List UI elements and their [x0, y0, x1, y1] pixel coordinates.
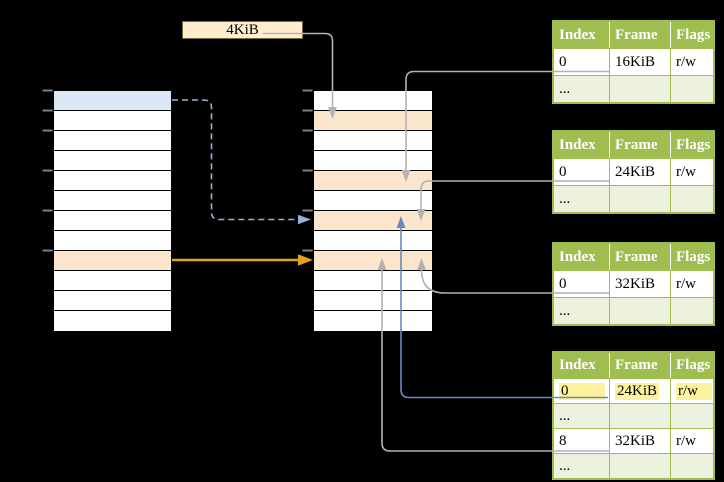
header-cell-frame: Frame: [610, 132, 671, 158]
table-cell: [610, 76, 671, 102]
table-cell: [671, 404, 713, 428]
table-cell: ...: [554, 404, 610, 428]
memory-row-6: [314, 191, 432, 211]
table-cell: 0: [554, 159, 610, 185]
table-cell: r/w: [671, 379, 713, 403]
highlighted-cell-text: 0: [559, 382, 605, 400]
memory-row-2: [314, 111, 432, 131]
table-cell: ...: [554, 298, 610, 324]
table-row: 0 24KiB r/w: [554, 378, 713, 403]
dashed-blue-arrow: [172, 99, 311, 225]
header-cell-flags: Flags: [676, 26, 711, 43]
table-cell: r/w: [676, 432, 696, 449]
table-cell: 32KiB: [610, 271, 671, 297]
table-cell: [671, 186, 713, 212]
arrowhead-leftrow9: [298, 254, 313, 266]
header-cell-frame: Frame: [610, 244, 671, 270]
table-cell: [671, 298, 713, 324]
table-cell: [610, 404, 671, 428]
header-cell-flags: Flags: [676, 248, 711, 265]
memory-row-1: [54, 91, 171, 111]
table-cell: ...: [554, 454, 610, 478]
memory-row-5: [54, 171, 171, 191]
header-cell-frame: Frame: [610, 353, 671, 378]
memory-row-12: [314, 311, 432, 331]
table-row: ...: [554, 453, 713, 478]
header-cell-flags: Flags: [676, 357, 711, 373]
orange-arrow: [172, 254, 313, 266]
memory-row-10: [314, 271, 432, 291]
table-cell: 24KiB: [610, 379, 671, 403]
table-cell: 16KiB: [610, 49, 671, 75]
table-cell: r/w: [676, 163, 696, 180]
header-cell-flags: Flags: [676, 136, 711, 153]
memory-row-8: [314, 231, 432, 251]
memory-row-3: [314, 131, 432, 151]
table-cell: 0: [554, 379, 610, 403]
highlighted-cell-text: r/w: [676, 382, 712, 400]
memory-row-7: [54, 211, 171, 231]
header-cell-frame: Frame: [610, 22, 671, 48]
table-cell: r/w: [676, 275, 696, 292]
memory-row-3: [54, 131, 171, 151]
header-cell-index: Index: [554, 132, 610, 158]
physical-memory-column: [313, 90, 433, 332]
table-row: ...: [554, 185, 713, 212]
memory-row-9: [54, 251, 171, 271]
table-cell: 0: [554, 49, 610, 75]
memory-row-2: [54, 111, 171, 131]
memory-row-7: [314, 211, 432, 231]
table-row: ...: [554, 75, 713, 102]
memory-row-11: [54, 291, 171, 311]
memory-row-4: [54, 151, 171, 171]
table-cell: [610, 186, 671, 212]
header-cell-index: Index: [554, 22, 610, 48]
table-cell: [671, 454, 713, 478]
table-cell: [671, 76, 713, 102]
table-cell: r/w: [676, 53, 696, 70]
memory-row-10: [54, 271, 171, 291]
memory-row-4: [314, 151, 432, 171]
table-row: ...: [554, 403, 713, 428]
memory-row-11: [314, 291, 432, 311]
header-cell-index: Index: [554, 353, 610, 378]
table-cell: 8: [554, 429, 610, 453]
table-cell: [610, 454, 671, 478]
highlighted-cell-text: 24KiB: [615, 382, 660, 400]
table-cell: [610, 298, 671, 324]
memory-row-12: [54, 311, 171, 331]
frame-size-label-box: 4KiB: [182, 21, 303, 39]
memory-row-6: [54, 191, 171, 211]
memory-row-1: [314, 91, 432, 111]
memory-row-8: [54, 231, 171, 251]
frame-size-label: 4KiB: [226, 22, 259, 38]
table-cell: 24KiB: [610, 159, 671, 185]
table-cell: 32KiB: [610, 429, 671, 453]
memory-row-5: [314, 171, 432, 191]
table-cell: ...: [554, 186, 610, 212]
header-cell-index: Index: [554, 244, 610, 270]
arrowhead-leftrow1: [298, 214, 311, 225]
table-row: ...: [554, 297, 713, 324]
table-cell: 0: [554, 271, 610, 297]
table-cell: ...: [554, 76, 610, 102]
left-memory-column: [53, 90, 172, 332]
memory-row-9: [314, 251, 432, 271]
arrow-leftrow1-to-frame24: [172, 99, 299, 221]
